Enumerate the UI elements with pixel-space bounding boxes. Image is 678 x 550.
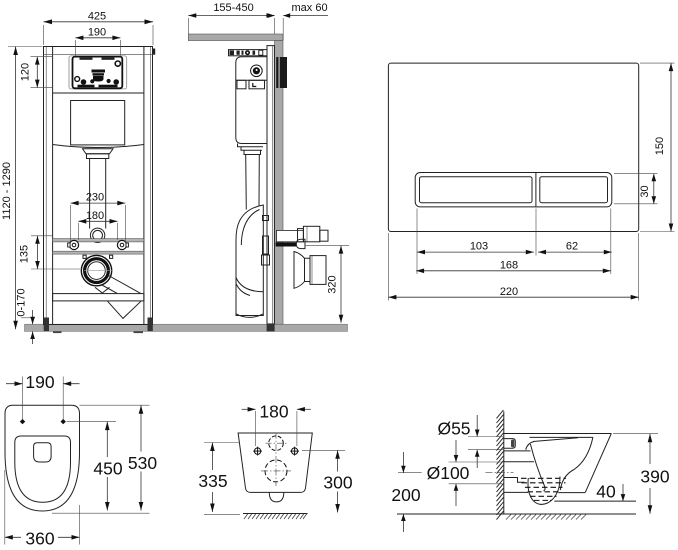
svg-text:300: 300	[323, 473, 352, 493]
svg-text:425: 425	[88, 11, 106, 23]
svg-text:1120 - 1290: 1120 - 1290	[1, 162, 13, 220]
svg-text:390: 390	[640, 467, 669, 487]
svg-text:40: 40	[596, 482, 616, 502]
svg-text:190: 190	[88, 27, 106, 39]
svg-text:120: 120	[20, 63, 32, 81]
svg-text:103: 103	[470, 241, 488, 253]
svg-text:450: 450	[93, 459, 122, 479]
svg-text:62: 62	[566, 241, 578, 253]
svg-text:0-170: 0-170	[16, 288, 28, 316]
svg-text:Ø100: Ø100	[427, 463, 470, 483]
svg-text:360: 360	[25, 529, 54, 549]
svg-text:530: 530	[128, 453, 157, 473]
svg-text:135: 135	[19, 245, 31, 263]
svg-text:155-450: 155-450	[213, 2, 253, 14]
svg-text:150: 150	[654, 137, 666, 155]
svg-text:320: 320	[327, 275, 339, 293]
svg-text:230: 230	[86, 191, 104, 203]
svg-text:190: 190	[25, 372, 54, 392]
svg-text:220: 220	[500, 286, 518, 298]
svg-text:30: 30	[639, 185, 651, 197]
svg-text:335: 335	[198, 471, 227, 491]
svg-text:Ø55: Ø55	[437, 419, 470, 439]
svg-text:200: 200	[391, 485, 420, 505]
svg-text:180: 180	[259, 402, 288, 422]
svg-text:180: 180	[86, 210, 104, 222]
svg-text:168: 168	[500, 259, 518, 271]
svg-text:max 60: max 60	[292, 2, 328, 14]
